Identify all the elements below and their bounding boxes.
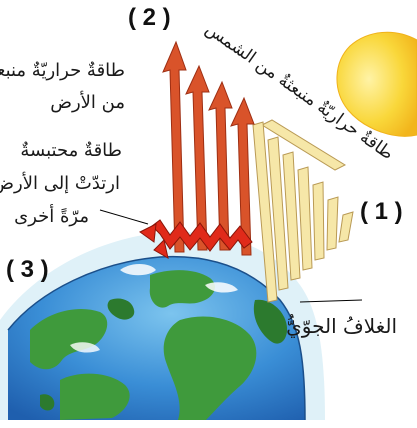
earth-heat-label-line1: طاقةٌ حراريّةٌ منبعثةٌ (0, 60, 125, 81)
outgoing-heat-arrows (162, 40, 255, 256)
incoming-ray-bands (252, 121, 354, 303)
marker-3: ( 3 ) (6, 256, 49, 283)
earth-heat-label-line2: من الأرض (50, 92, 125, 113)
sun (336, 31, 417, 137)
trapped-heat-arrows (139, 219, 253, 259)
trapped-leader-line (99, 209, 149, 225)
marker-1: ( 1 ) (360, 198, 403, 225)
trapped-label-line2: ارتدّتْ إلى الأرض (0, 173, 120, 194)
marker-2: ( 2 ) (128, 4, 171, 31)
atmosphere-leader-line (299, 299, 363, 303)
incoming-solar-rays (260, 119, 347, 171)
trapped-label-line3: مرّةً أخرى (14, 206, 89, 227)
atmosphere-label: الغلافُ الجوّيُّ (286, 314, 397, 338)
trapped-label-line1: طاقةٌ محتبسةٌ (20, 140, 122, 161)
earth (7, 255, 306, 421)
